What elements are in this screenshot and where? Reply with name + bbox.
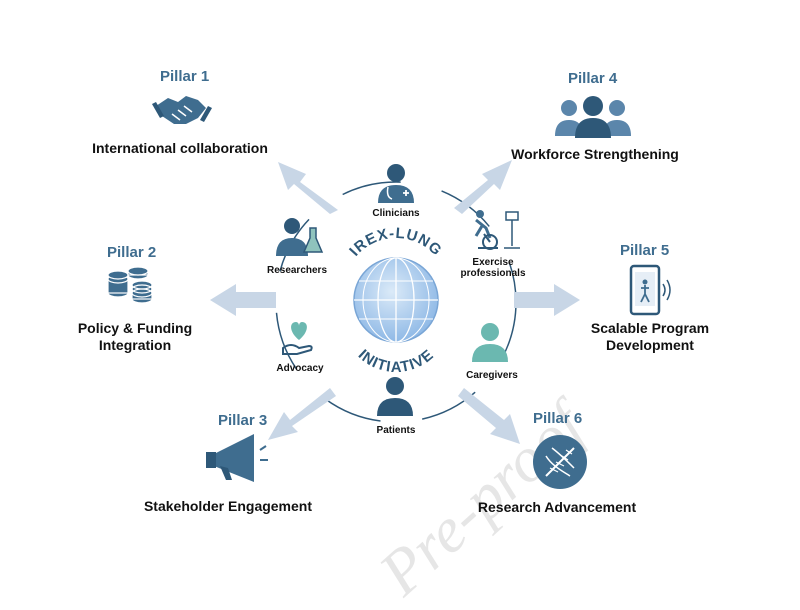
clinician-icon: [378, 164, 414, 203]
pillar-1-number: Pillar 1: [160, 68, 210, 85]
globe-icon: [353, 257, 439, 343]
pillar-2-title: Policy & Funding Integration: [77, 320, 193, 353]
arrow-pillar-6: [458, 388, 520, 444]
pillar-2-number: Pillar 2: [107, 244, 157, 261]
heart-hand-icon: [282, 322, 313, 355]
center-label-bottom: INITIATIVE: [355, 346, 438, 376]
mobile-phone-icon: [629, 264, 671, 316]
exercise-bike-icon: [474, 210, 520, 250]
stakeholder-exercise-professionals: Exercise professionals: [460, 257, 526, 279]
arrow-pillar-3: [268, 388, 336, 440]
megaphone-icon: [206, 434, 268, 482]
stakeholder-researchers: Researchers: [266, 265, 328, 276]
pillar-4-number: Pillar 4: [568, 70, 618, 87]
stakeholder-clinicians: Clinicians: [372, 208, 420, 219]
arrow-pillar-1: [278, 162, 338, 214]
pillar-3-number: Pillar 3: [218, 412, 268, 429]
coins-icon: [107, 266, 153, 304]
pillar-4-title: Workforce Strengthening: [511, 146, 679, 162]
diagram-canvas: IREX-LUNG INITIATIVE: [107, 96, 671, 489]
arrow-pillar-5: [514, 284, 580, 316]
stakeholder-advocacy: Advocacy: [276, 363, 324, 374]
arrow-pillar-4: [454, 160, 512, 214]
stakeholder-caregivers: Caregivers: [466, 370, 518, 381]
handshake-icon: [152, 96, 212, 124]
dna-icon: [533, 435, 587, 489]
researcher-icon: [276, 218, 324, 256]
caregiver-icon: [472, 323, 508, 362]
arrow-pillar-2: [210, 284, 276, 316]
pillar-6-number: Pillar 6: [533, 410, 583, 427]
group-icon: [555, 96, 631, 138]
pillar-5-title: Scalable Program Development: [590, 320, 710, 353]
pillar-3-title: Stakeholder Engagement: [143, 498, 313, 514]
pillar-6-title: Research Advancement: [477, 499, 637, 515]
stakeholder-patients: Patients: [376, 425, 416, 436]
patient-icon: [377, 377, 413, 416]
pillar-1-title: International collaboration: [92, 140, 268, 156]
pillar-5-number: Pillar 5: [620, 242, 670, 259]
arrows: [210, 160, 580, 444]
center-label-top: IREX-LUNG: [346, 225, 445, 260]
